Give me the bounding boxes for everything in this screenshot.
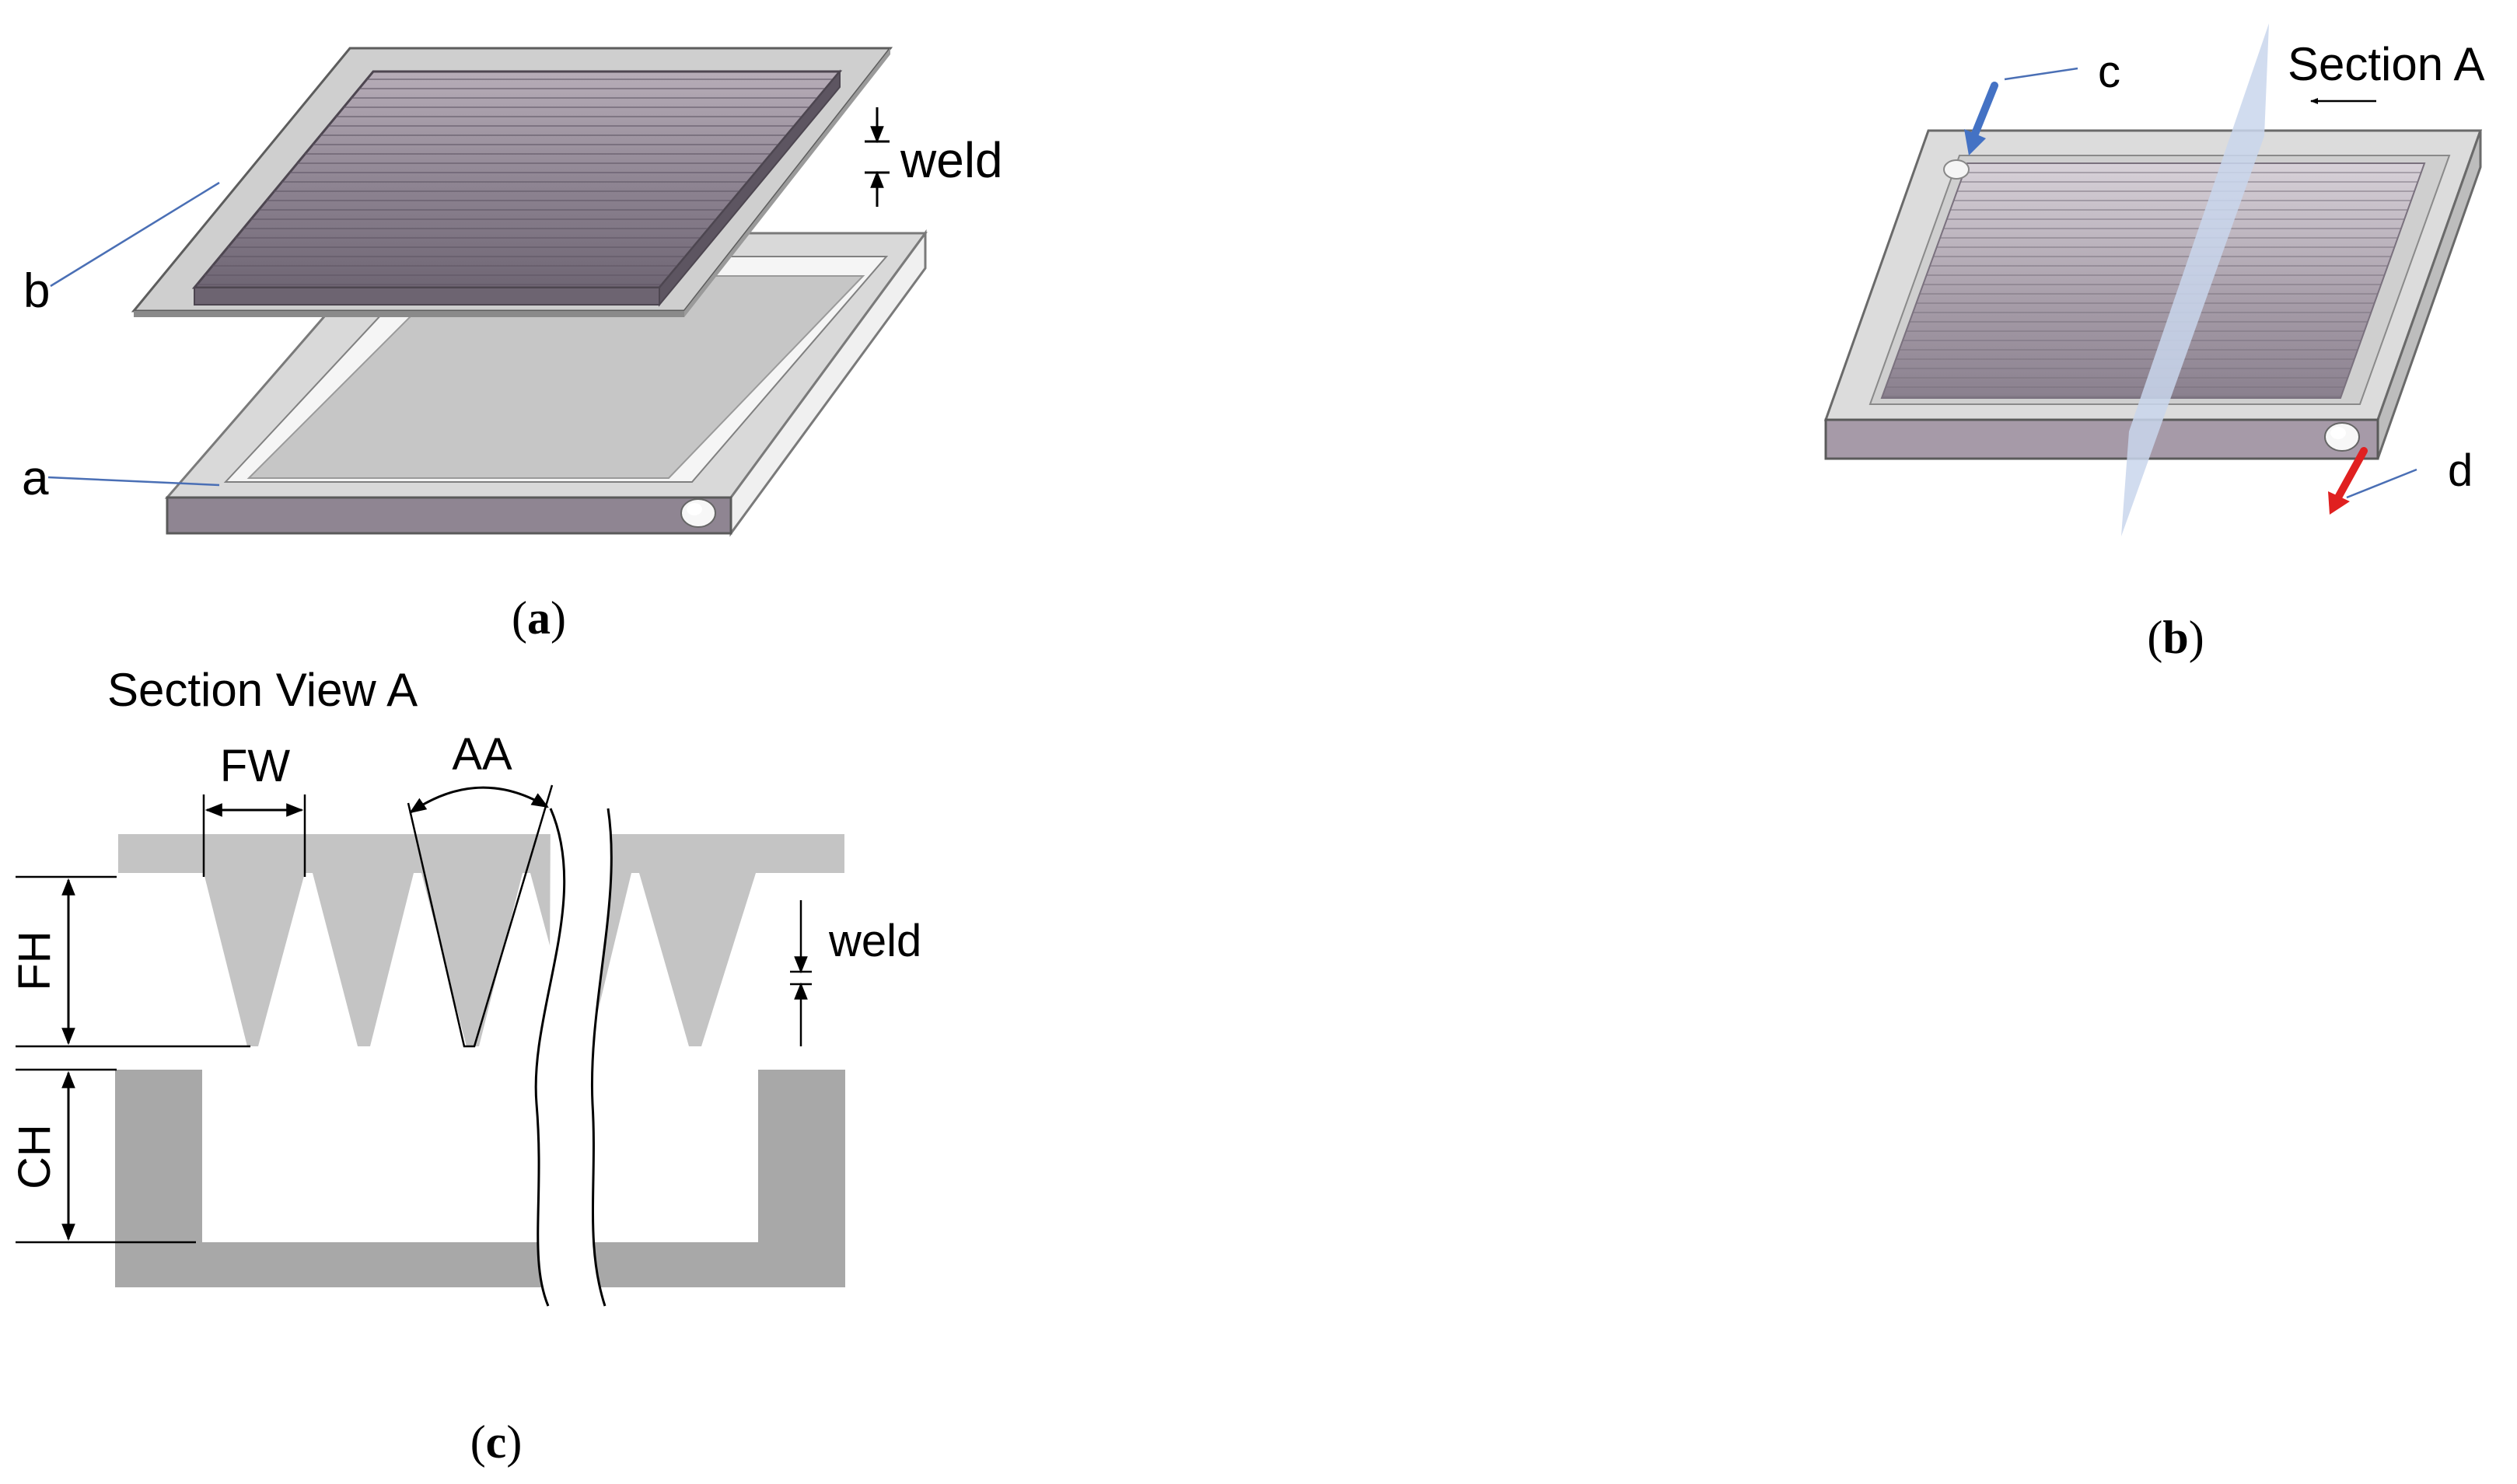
assembled-exchanger	[1823, 129, 2483, 460]
inlet-arrow	[1964, 82, 1998, 155]
label-b: b	[23, 264, 50, 318]
label-d: d	[2448, 445, 2473, 496]
aa-label: AA	[452, 729, 512, 780]
leader-b	[50, 181, 220, 288]
panel-a: b a weld (a)	[22, 47, 1003, 644]
caption-a: (a)	[512, 592, 566, 644]
aa-angle-arc	[409, 786, 549, 814]
panel-b: c d Section A (b)	[1823, 23, 2485, 663]
fin-plate-section	[118, 834, 844, 1046]
weld-dimension-c	[790, 900, 812, 1046]
fh-label: FH	[9, 931, 60, 990]
aa-fin-outline	[407, 784, 554, 1048]
top-plate	[131, 47, 893, 317]
ch-label: CH	[9, 1124, 60, 1189]
outlet-arrow	[2328, 447, 2368, 515]
section-view-title: Section View A	[107, 664, 418, 716]
weld-label-c: weld	[828, 916, 921, 966]
channel-section	[115, 1070, 845, 1287]
section-a-label: Section A	[2288, 38, 2485, 90]
leader-a	[47, 476, 220, 487]
leader-c	[2004, 67, 2078, 81]
break-lines	[534, 808, 613, 1307]
label-c: c	[2098, 47, 2120, 97]
weld-label-a: weld	[900, 132, 1003, 188]
leader-d	[2346, 468, 2417, 499]
caption-c: (c)	[470, 1416, 523, 1468]
fw-label: FW	[220, 741, 290, 791]
caption-b: (b)	[2147, 612, 2204, 663]
section-plane	[2121, 23, 2269, 536]
label-a: a	[22, 452, 49, 505]
panel-c: Section View A AA	[9, 664, 921, 1468]
weld-dimension-a	[865, 107, 890, 207]
